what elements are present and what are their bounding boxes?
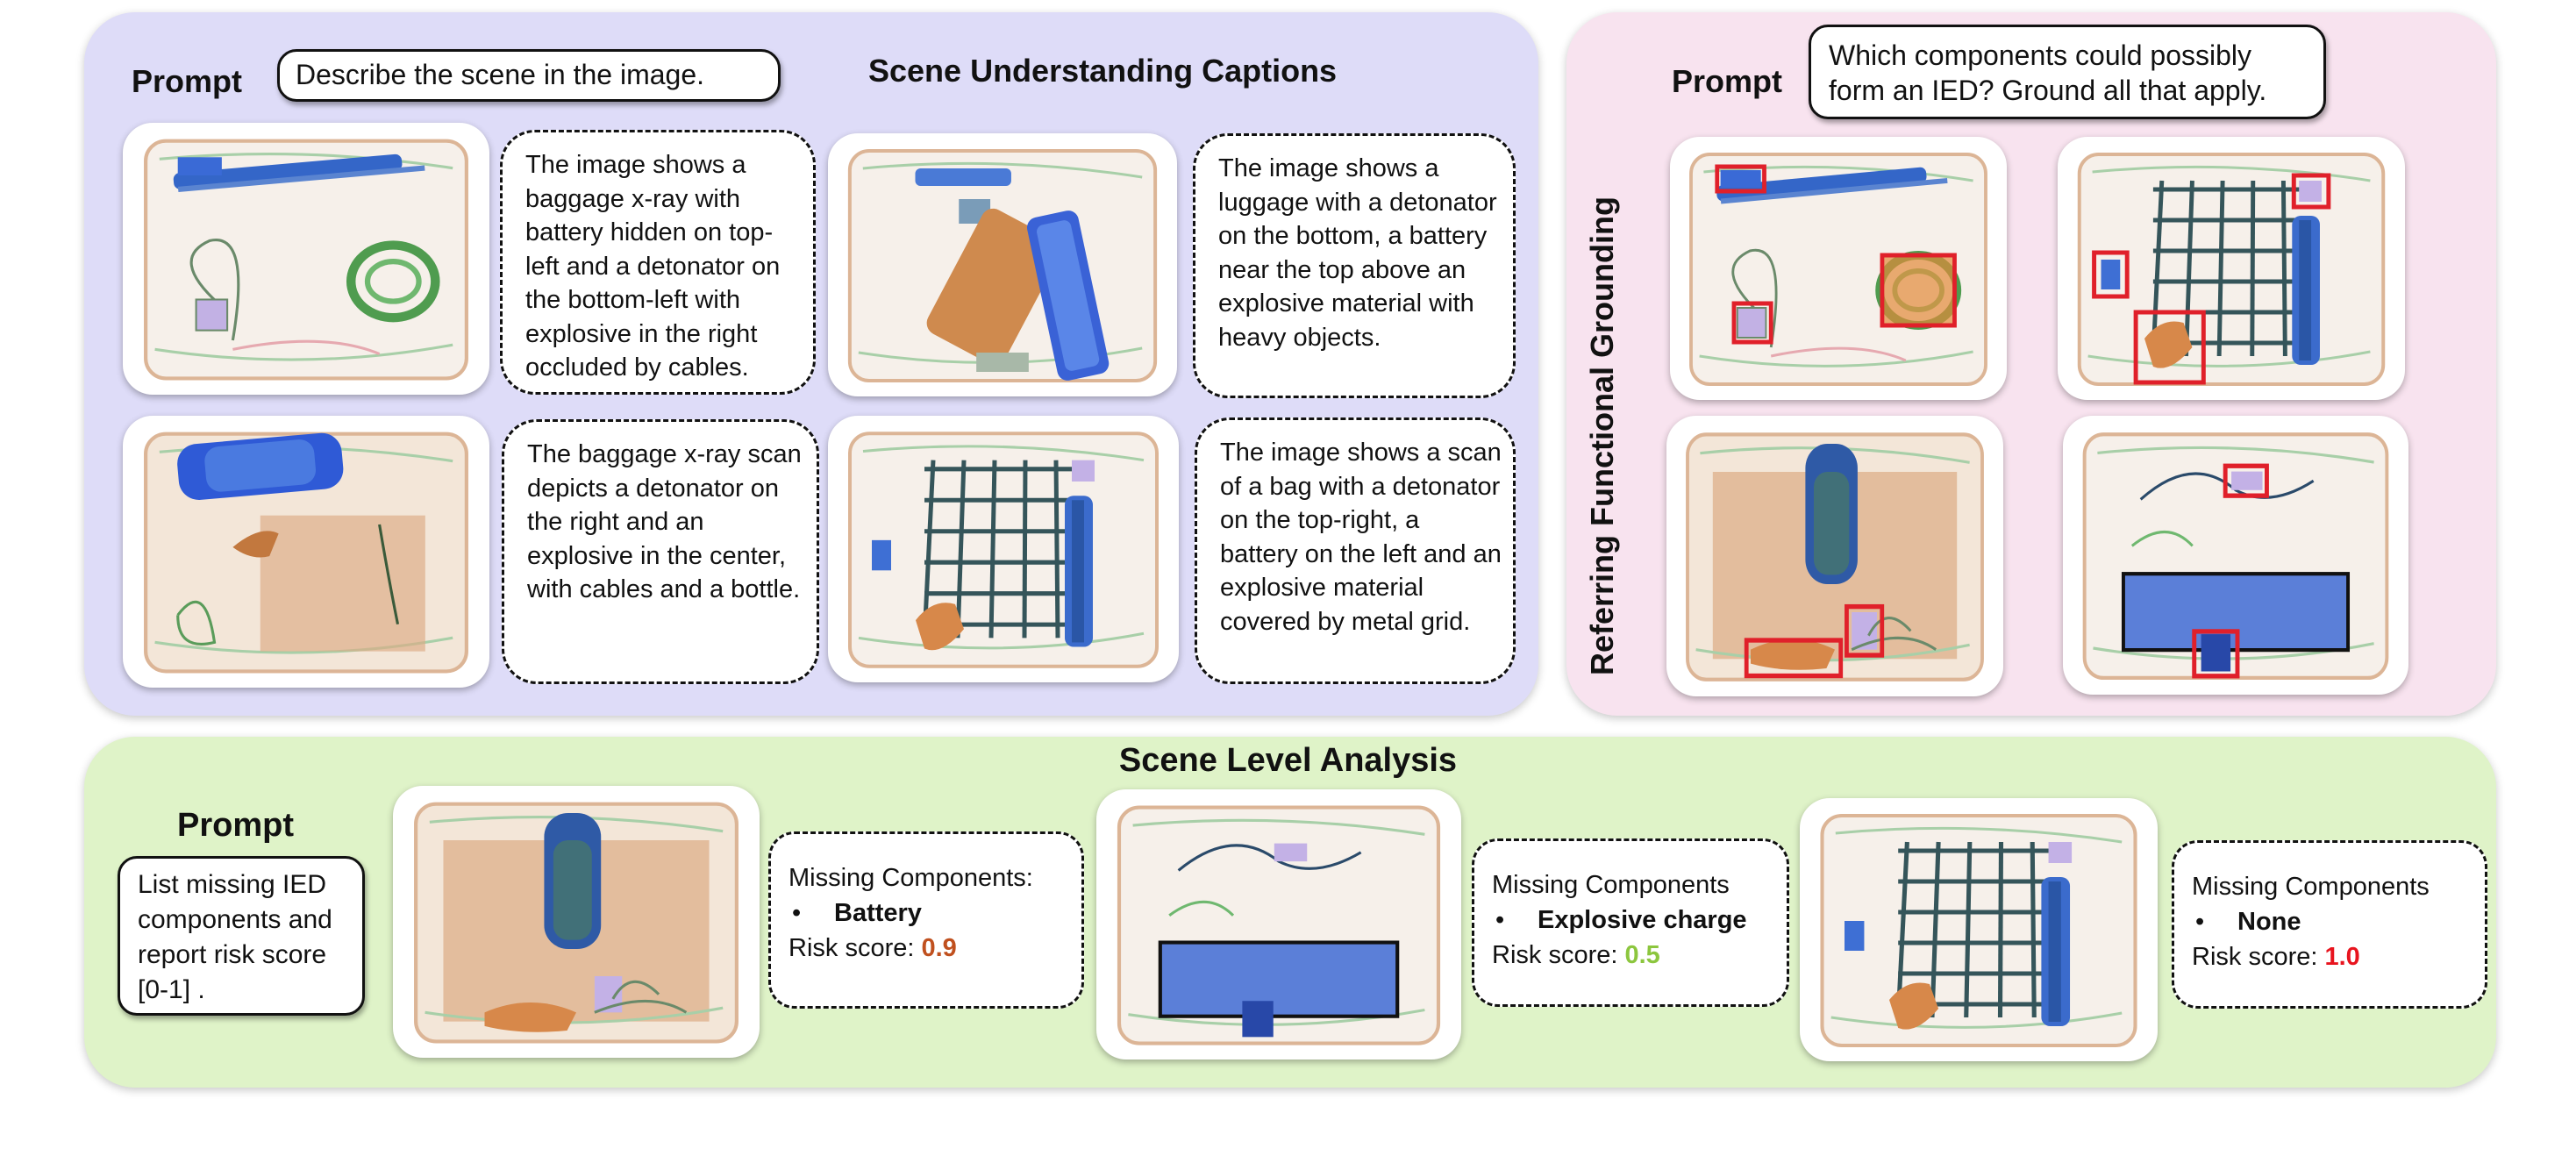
caption-box: The baggage x-ray scan depicts a detonat…: [502, 419, 819, 684]
analysis-prompt-box: List missing IED components and report r…: [118, 856, 365, 1016]
xray-image: [1096, 789, 1461, 1060]
xray-image-grounded: [1666, 416, 2003, 696]
risk-label: Risk score:: [1492, 941, 1625, 969]
risk-score-value: 1.0: [2324, 943, 2360, 971]
bullet: •: [2195, 908, 2205, 936]
analysis-prompt-text: List missing IED components and report r…: [138, 870, 332, 1004]
missing-item: Battery: [834, 899, 922, 927]
xray-image: [1800, 798, 2158, 1061]
grounding-prompt-text: Which components could possibly form an …: [1829, 39, 2267, 106]
missing-item: Explosive charge: [1538, 906, 1747, 934]
grounding-title: Referring Functional Grounding: [1584, 196, 1620, 675]
missing-heading: Missing Components: [2192, 873, 2430, 901]
risk-score-value: 0.9: [921, 934, 957, 962]
scene-prompt-label: Prompt: [132, 63, 242, 99]
scene-analysis-title: Scene Level Analysis: [1118, 742, 1458, 779]
missing-components-box: Missing Components: • Battery Risk score:…: [768, 831, 1084, 1009]
xray-image-grounded: [1670, 137, 2007, 400]
scene-prompt-box: Describe the scene in the image.: [277, 49, 781, 102]
bullet: •: [1495, 906, 1505, 934]
analysis-prompt-label: Prompt: [177, 807, 294, 844]
xray-image: [123, 416, 489, 688]
xray-image: [828, 133, 1177, 396]
missing-heading: Missing Components:: [788, 864, 1033, 892]
xray-image-grounded: [2063, 416, 2408, 695]
caption-text: The image shows a baggage x-ray with bat…: [525, 151, 781, 382]
grounding-prompt-label: Prompt: [1672, 63, 1782, 99]
xray-image: [123, 123, 489, 395]
caption-text: The image shows a scan of a bag with a d…: [1220, 439, 1502, 636]
scene-understanding-title: Scene Understanding Captions: [868, 53, 1338, 89]
xray-image-grounded: [2058, 137, 2405, 400]
caption-box: The image shows a baggage x-ray with bat…: [500, 130, 816, 395]
bullet: •: [792, 899, 802, 927]
caption-box: The image shows a luggage with a detonat…: [1193, 133, 1516, 398]
xray-image: [393, 786, 760, 1058]
caption-text: The baggage x-ray scan depicts a detonat…: [527, 440, 802, 603]
xray-image: [828, 416, 1179, 682]
risk-label: Risk score:: [788, 934, 922, 962]
missing-components-box: Missing Components • None Risk score: 1.0: [2172, 840, 2487, 1009]
risk-score-value: 0.5: [1624, 941, 1660, 969]
scene-prompt-text: Describe the scene in the image.: [296, 59, 705, 90]
missing-item: None: [2237, 908, 2301, 936]
missing-components-box: Missing Components • Explosive charge Ris…: [1472, 838, 1789, 1007]
grounding-prompt-box: Which components could possibly form an …: [1809, 25, 2326, 119]
missing-heading: Missing Components: [1492, 871, 1730, 899]
caption-box: The image shows a scan of a bag with a d…: [1195, 417, 1516, 684]
risk-label: Risk score:: [2192, 943, 2325, 971]
caption-text: The image shows a luggage with a detonat…: [1218, 154, 1497, 352]
